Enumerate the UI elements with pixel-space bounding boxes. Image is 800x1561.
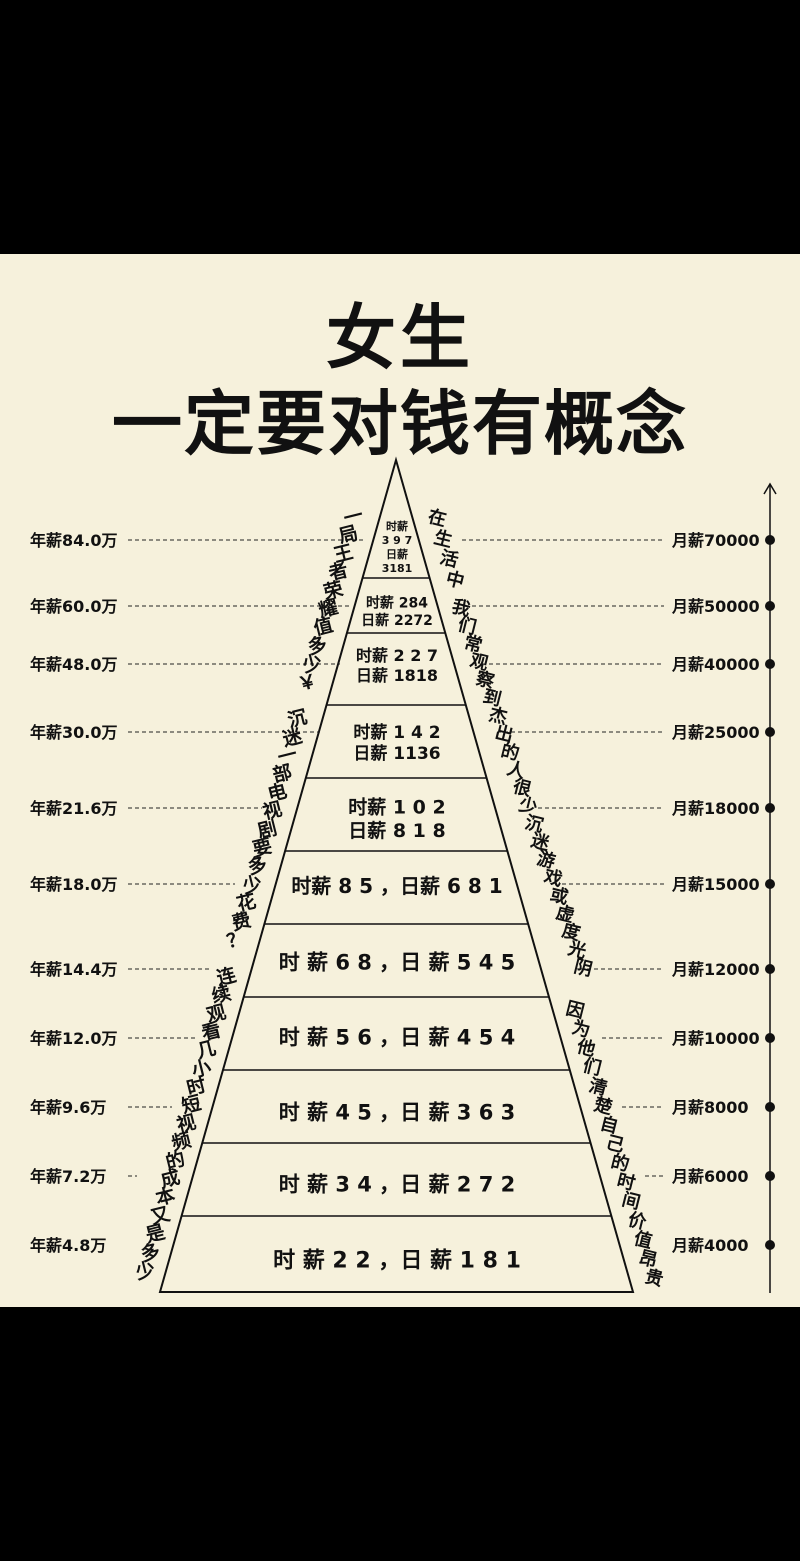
level-daily-text: 日薪 8 1 8 xyxy=(348,819,446,842)
monthly-salary-label: 月薪15000 xyxy=(671,875,760,894)
annual-salary-label: 年薪12.0万 xyxy=(30,1029,117,1048)
title-line-2: 一定要对钱有概念 xyxy=(112,383,688,465)
axis-dot xyxy=(765,1171,775,1181)
annual-salary-label: 年薪9.6万 xyxy=(30,1098,106,1117)
monthly-salary-label: 月薪18000 xyxy=(671,799,760,818)
axis-dot xyxy=(765,803,775,813)
monthly-salary-label: 月薪70000 xyxy=(671,531,760,550)
axis-dot xyxy=(765,659,775,669)
annual-salary-label: 年薪14.4万 xyxy=(30,960,117,979)
monthly-salary-label: 月薪25000 xyxy=(671,723,760,742)
monthly-salary-label: 月薪40000 xyxy=(671,655,760,674)
axis-dot xyxy=(765,879,775,889)
level-pay-text: 时 薪 5 6 ，日 薪 4 5 4 xyxy=(279,1025,516,1049)
axis-dot xyxy=(765,1033,775,1043)
level-hourly-text: 时薪 1 0 2 xyxy=(348,795,446,818)
monthly-salary-label: 月薪4000 xyxy=(671,1236,749,1255)
axis-dot xyxy=(765,1102,775,1112)
monthly-salary-label: 月薪10000 xyxy=(671,1029,760,1048)
axis-dot xyxy=(765,727,775,737)
level-pay-text: 时 薪 2 2 ，日 薪 1 8 1 xyxy=(273,1248,521,1274)
annual-salary-label: 年薪30.0万 xyxy=(30,723,117,742)
annual-salary-label: 年薪18.0万 xyxy=(30,875,117,894)
monthly-salary-label: 月薪12000 xyxy=(671,960,760,979)
annual-salary-label: 年薪4.8万 xyxy=(30,1236,106,1255)
level-1-text: 时薪 xyxy=(386,519,408,533)
right-axis xyxy=(763,482,777,1293)
annual-salary-label: 年薪48.0万 xyxy=(30,655,117,674)
level-pay-text: 时 薪 3 4 ，日 薪 2 7 2 xyxy=(279,1172,516,1196)
level-daily-text: 日薪 1818 xyxy=(356,666,438,685)
level-pay-text: 时 薪 4 5 ，日 薪 3 6 3 xyxy=(279,1100,516,1124)
level-1-text: 日薪 xyxy=(386,547,408,561)
level-daily-text: 日薪 2272 xyxy=(361,612,433,629)
annual-salary-label: 年薪60.0万 xyxy=(30,597,117,616)
level-daily-text: 日薪 1136 xyxy=(353,744,440,764)
level-hourly-text: 时薪 284 xyxy=(366,595,428,612)
axis-dot xyxy=(765,601,775,611)
title-line-1: 女生 xyxy=(326,297,474,379)
monthly-salary-label: 月薪6000 xyxy=(671,1167,749,1186)
level-1-text: 3181 xyxy=(382,562,413,575)
level-pay-text: 时 薪 6 8 ，日 薪 5 4 5 xyxy=(279,950,516,974)
salary-labels: 年薪84.0万月薪70000年薪60.0万月薪50000年薪48.0万月薪400… xyxy=(30,531,760,1255)
level-1-text: 3 9 7 xyxy=(382,534,413,547)
axis-arrow-icon xyxy=(763,482,777,495)
axis-dot xyxy=(765,964,775,974)
level-hourly-text: 时薪 2 2 7 xyxy=(356,646,438,665)
level-hourly-text: 时薪 1 4 2 xyxy=(353,723,440,743)
level-pay-text: 时薪 8 5 ，日薪 6 8 1 xyxy=(291,874,502,898)
axis-dot xyxy=(765,1240,775,1250)
pyramid-outline xyxy=(158,456,635,1293)
monthly-salary-label: 月薪8000 xyxy=(671,1098,749,1117)
axis-dot xyxy=(765,535,775,545)
annual-salary-label: 年薪84.0万 xyxy=(30,531,117,550)
annual-salary-label: 年薪21.6万 xyxy=(30,799,117,818)
monthly-salary-label: 月薪50000 xyxy=(671,597,760,616)
guide-lines xyxy=(128,539,664,1177)
annual-salary-label: 年薪7.2万 xyxy=(30,1167,106,1186)
